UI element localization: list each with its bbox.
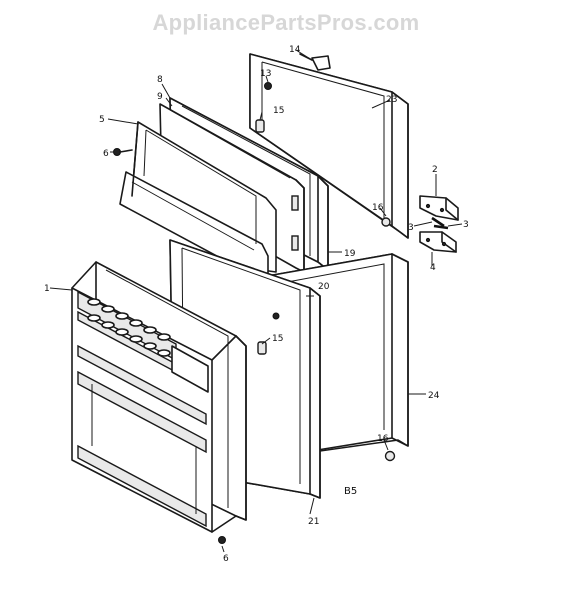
part-6-upper-screw (113, 148, 133, 156)
part-15-lower-plug (257, 341, 267, 355)
callout-3-right: 3 (463, 220, 469, 230)
callout-13: 13 (260, 69, 271, 79)
callout-23: 23 (386, 95, 397, 105)
callout-labels: 14 13 15 23 8 9 5 6 16 19 2 3 3 4 20 15 … (44, 45, 469, 564)
part-16-upper-plug (381, 217, 391, 227)
part-20-screw (272, 312, 280, 320)
callout-3-left: 3 (408, 223, 414, 233)
callout-4: 4 (430, 263, 436, 273)
egg-cups-row-1 (87, 298, 171, 341)
egg-cups-row-2 (87, 314, 171, 357)
callout-16-lower: 16 (377, 434, 389, 444)
part-23-freezer-door-panel (249, 53, 409, 239)
part-6-lower-screw (218, 536, 226, 544)
callout-6-upper: 6 (103, 149, 109, 159)
part-13-screw (264, 82, 272, 90)
part-14-top-bracket (299, 53, 331, 71)
leader-lines (49, 49, 463, 553)
callout-1: 1 (44, 284, 50, 294)
callout-16-upper: 16 (372, 203, 384, 213)
callout-20: 20 (318, 282, 330, 292)
callout-9: 9 (157, 92, 163, 102)
part-15-upper-plug (255, 119, 265, 133)
callout-2: 2 (432, 165, 438, 175)
diagram-code-label: B5 (344, 486, 357, 497)
part-1-door-shelf-assembly (71, 261, 247, 533)
part-3-hinge-pin (433, 224, 449, 230)
callout-24: 24 (428, 391, 440, 401)
part-2-hinge-top (419, 195, 459, 228)
part-4-hinge-bottom (419, 231, 457, 253)
callout-19: 19 (344, 249, 356, 259)
callout-15-upper: 15 (273, 106, 284, 116)
callout-5: 5 (99, 115, 105, 125)
callout-6-lower: 6 (223, 554, 229, 564)
part-16-lower-plug (384, 450, 396, 462)
callout-15-lower: 15 (272, 334, 283, 344)
callout-21: 21 (308, 517, 319, 527)
callout-14: 14 (289, 45, 301, 55)
callout-8: 8 (157, 75, 163, 85)
watermark-text: AppliancePartsPros.com (152, 10, 420, 35)
